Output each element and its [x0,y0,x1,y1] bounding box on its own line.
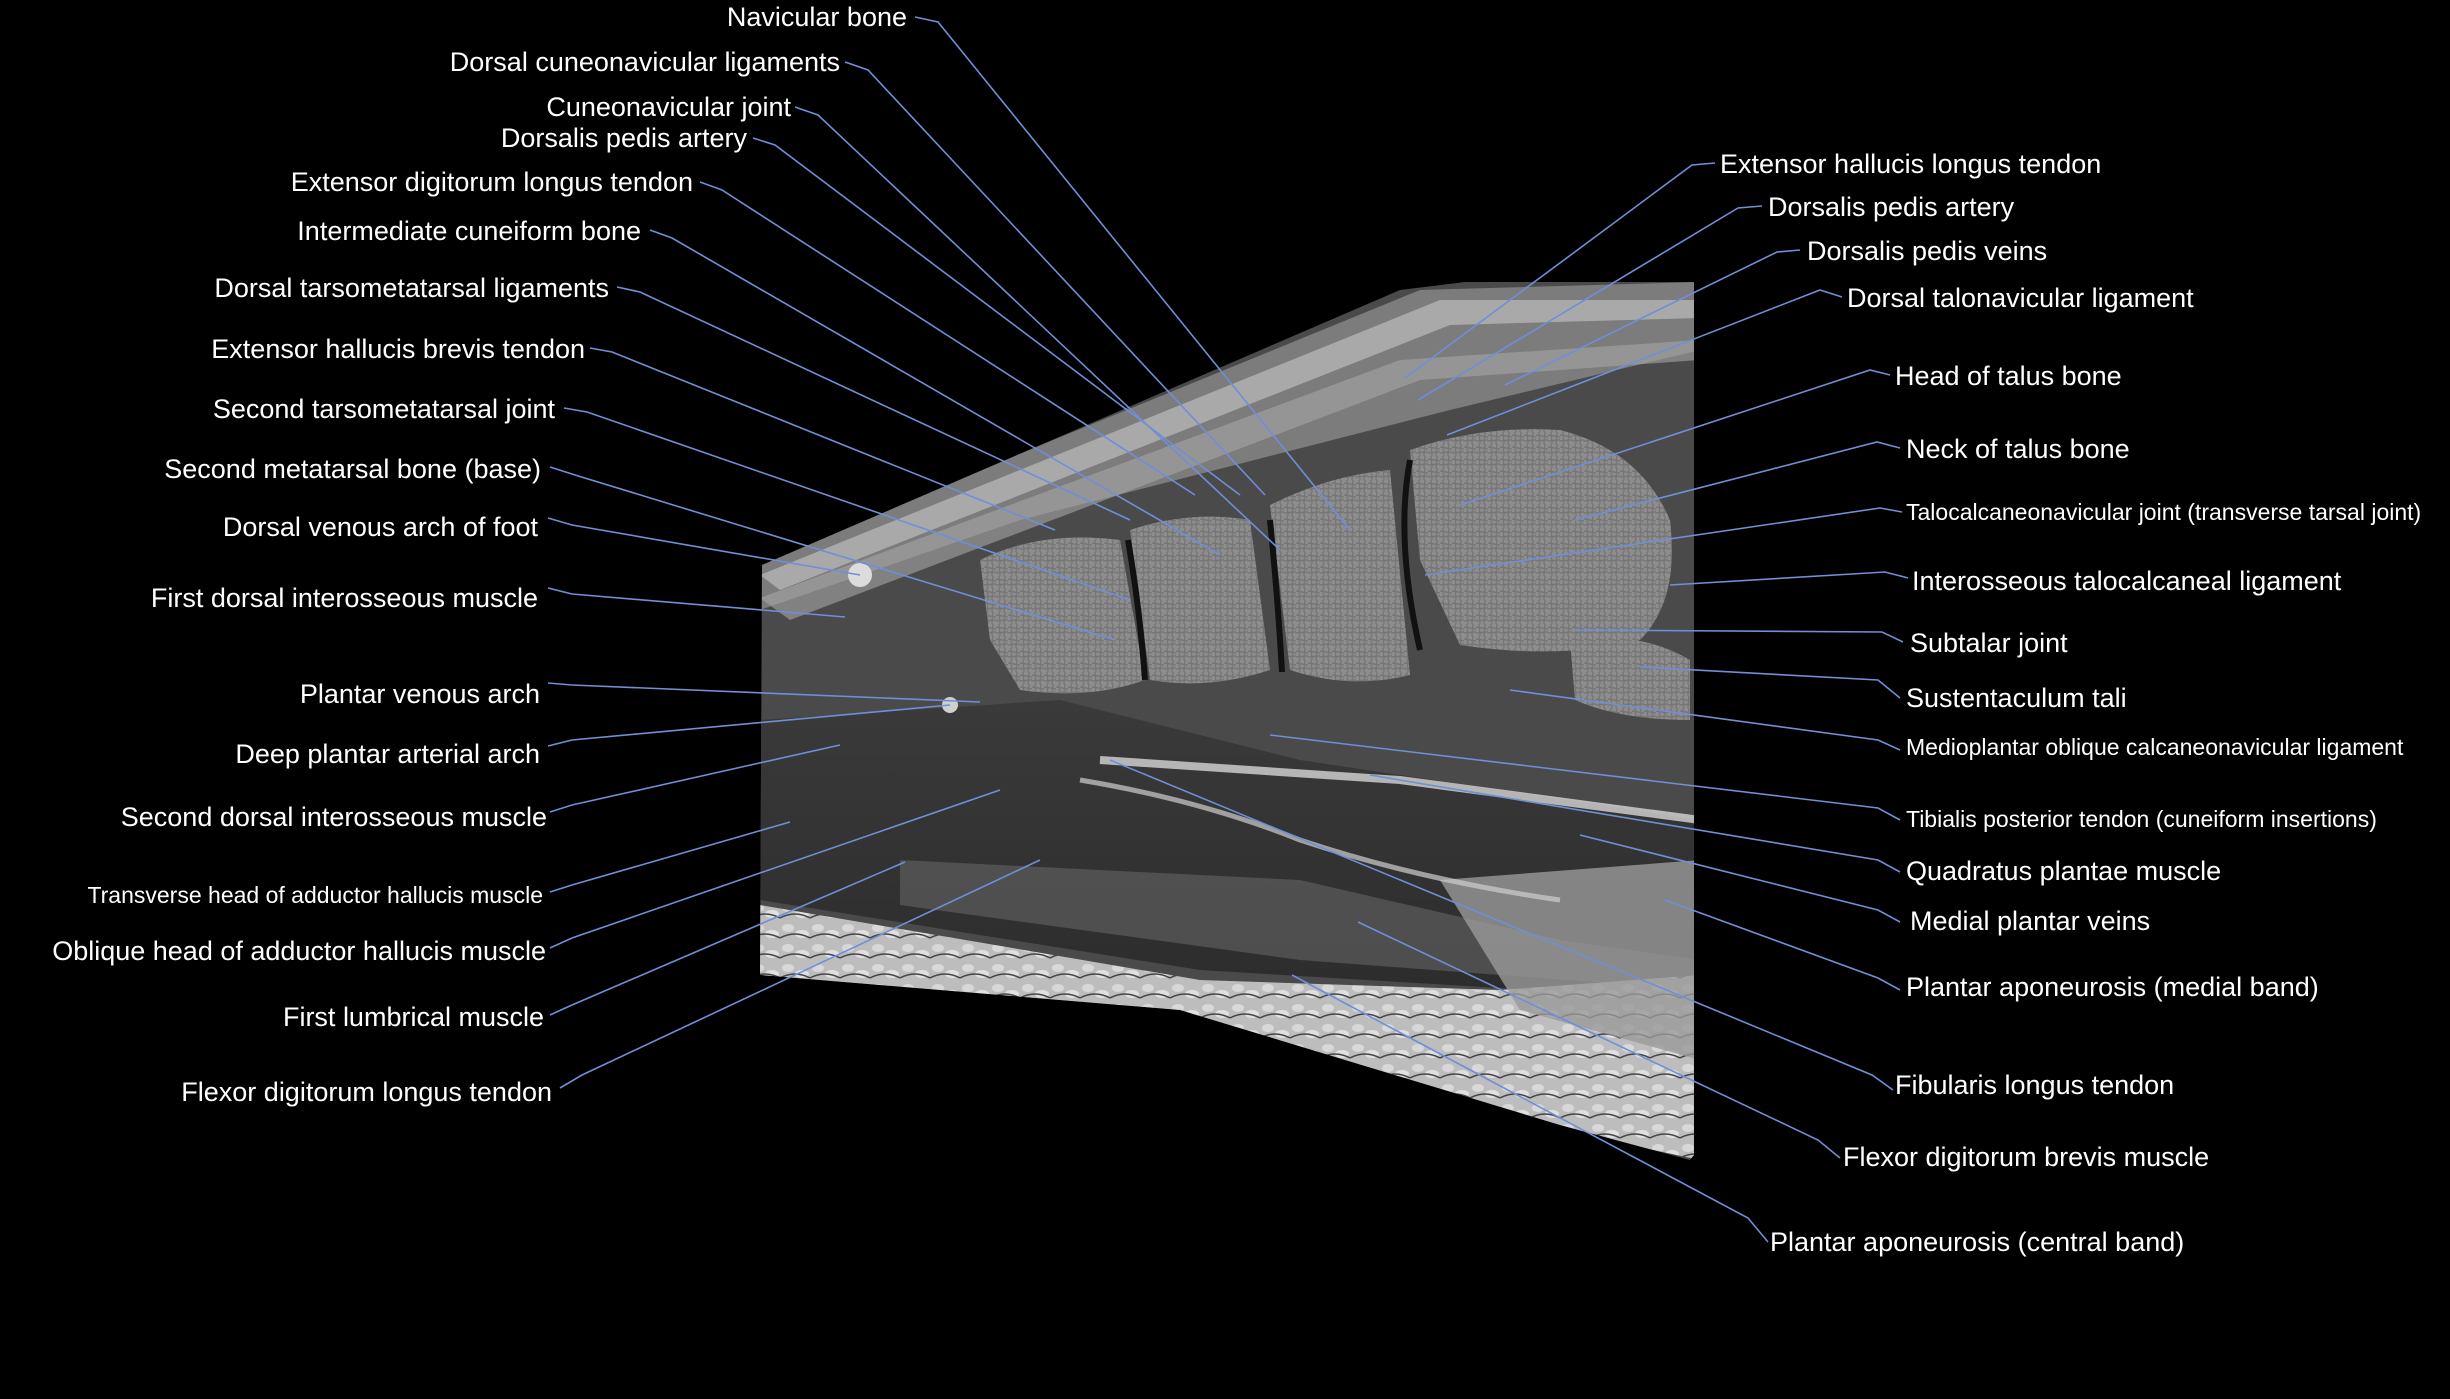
leader-dorsalis-pedis-artery-left [752,137,1241,496]
leader-second-tarsometatarsal-joint [563,407,1131,601]
label-dorsal-talonavicular-ligament: Dorsal talonavicular ligament [1847,283,2194,313]
label-medioplantar-oblique-calcaneonavicular-ligament: Medioplantar oblique calcaneonavicular l… [1906,734,2404,760]
leader-intermediate-cuneiform-bone [649,229,1221,556]
label-sustentaculum-tali: Sustentaculum tali [1906,683,2127,713]
leader-cuneonavicular-joint [794,106,1281,551]
leader-dorsal-venous-arch [547,517,861,576]
leader-first-lumbrical-muscle [549,861,906,1016]
leader-plantar-aponeurosis-central-band [1291,974,1769,1243]
mri-scan-image [760,282,1694,1160]
label-navicular-bone: Navicular bone [727,2,907,32]
leader-medial-plantar-veins [1579,834,1901,923]
label-fibularis-longus-tendon: Fibularis longus tendon [1895,1070,2174,1100]
labels-right: Extensor hallucis longus tendon Dorsalis… [1720,149,2421,1257]
leader-dorsal-cuneonavicular-ligaments [844,61,1266,496]
label-first-dorsal-interosseous-muscle: First dorsal interosseous muscle [151,583,538,613]
leader-medioplantar-oblique-calcaneonavicular-ligament [1509,689,1901,751]
label-flexor-digitorum-longus-tendon: Flexor digitorum longus tendon [181,1077,552,1107]
label-talocalcaneonavicular-joint: Talocalcaneonavicular joint (transverse … [1906,499,2421,525]
label-first-lumbrical-muscle: First lumbrical muscle [283,1002,544,1032]
label-neck-of-talus-bone: Neck of talus bone [1906,434,2130,464]
leader-interosseous-talocalcaneal-ligament [1669,571,1909,586]
label-medial-plantar-veins: Medial plantar veins [1910,906,2150,936]
leader-dorsalis-pedis-veins [1504,249,1801,386]
leader-first-dorsal-interosseous-muscle [547,587,846,618]
leader-talocalcaneonavicular-joint [1424,507,1903,576]
leader-dorsal-tarsometatarsal-ligaments [616,286,1131,521]
label-dorsalis-pedis-artery-right: Dorsalis pedis artery [1768,192,2015,222]
label-cuneonavicular-joint: Cuneonavicular joint [546,92,791,122]
label-extensor-hallucis-brevis-tendon: Extensor hallucis brevis tendon [211,334,585,364]
label-extensor-hallucis-longus-tendon: Extensor hallucis longus tendon [1720,149,2101,179]
leader-fibularis-longus-tendon [1109,759,1894,1091]
leader-extensor-hallucis-longus-tendon [1404,162,1716,379]
label-dorsal-venous-arch-of-foot: Dorsal venous arch of foot [223,512,539,542]
label-intermediate-cuneiform-bone: Intermediate cuneiform bone [297,216,641,246]
label-transverse-head-adductor-hallucis: Transverse head of adductor hallucis mus… [87,882,543,908]
leader-extensor-hallucis-brevis-tendon [589,347,1056,531]
label-dorsal-tarsometatarsal-ligaments: Dorsal tarsometatarsal ligaments [214,273,609,303]
leader-deep-plantar-arterial-arch [547,704,951,747]
label-second-tarsometatarsal-joint: Second tarsometatarsal joint [213,394,556,424]
leader-second-metatarsal-bone-base [549,466,1116,641]
label-plantar-aponeurosis-central-band: Plantar aponeurosis (central band) [1770,1227,2184,1257]
leader-plantar-venous-arch [547,682,981,703]
label-interosseous-talocalcaneal-ligament: Interosseous talocalcaneal ligament [1912,566,2342,596]
label-subtalar-joint: Subtalar joint [1910,628,2068,658]
leader-oblique-head-adductor-hallucis [549,789,1001,949]
label-deep-plantar-arterial-arch: Deep plantar arterial arch [235,739,540,769]
label-plantar-aponeurosis-medial-band: Plantar aponeurosis (medial band) [1906,972,2319,1002]
leader-second-dorsal-interosseous-muscle [549,744,841,813]
label-dorsalis-pedis-veins: Dorsalis pedis veins [1807,236,2047,266]
label-dorsalis-pedis-artery-left: Dorsalis pedis artery [501,123,748,153]
leader-extensor-digitorum-longus-tendon [699,181,1196,496]
label-flexor-digitorum-brevis-muscle: Flexor digitorum brevis muscle [1843,1142,2209,1172]
leader-flexor-digitorum-brevis-muscle [1357,921,1841,1159]
leader-quadratus-plantae-muscle [1369,774,1901,873]
leader-flexor-digitorum-longus-tendon [559,859,1041,1089]
leader-navicular-bone [914,16,1351,531]
label-dorsal-cuneonavicular-ligaments: Dorsal cuneonavicular ligaments [450,47,840,77]
leader-sustentaculum-tali [1639,666,1901,699]
leader-plantar-aponeurosis-medial-band [1664,899,1901,991]
leader-subtalar-joint [1574,629,1904,643]
leader-transverse-head-adductor-hallucis [549,821,791,893]
label-quadratus-plantae-muscle: Quadratus plantae muscle [1906,856,2221,886]
leader-lines [547,16,1909,1243]
leader-neck-of-talus-bone [1574,441,1901,521]
label-oblique-head-adductor-hallucis: Oblique head of adductor hallucis muscle [52,936,546,966]
label-tibialis-posterior-tendon: Tibialis posterior tendon (cuneiform ins… [1906,806,2377,832]
leader-dorsal-talonavicular-ligament [1446,289,1843,436]
label-head-of-talus-bone: Head of talus bone [1895,361,2122,391]
label-second-metatarsal-bone-base: Second metatarsal bone (base) [164,454,541,484]
leader-head-of-talus-bone [1459,369,1891,506]
labels-left: Navicular bone Dorsal cuneonavicular lig… [52,2,907,1107]
label-extensor-digitorum-longus-tendon: Extensor digitorum longus tendon [291,167,693,197]
leader-tibialis-posterior-tendon [1269,734,1901,821]
label-second-dorsal-interosseous-muscle: Second dorsal interosseous muscle [121,802,547,832]
label-plantar-venous-arch: Plantar venous arch [300,679,540,709]
leader-dorsalis-pedis-artery-right [1417,205,1763,401]
